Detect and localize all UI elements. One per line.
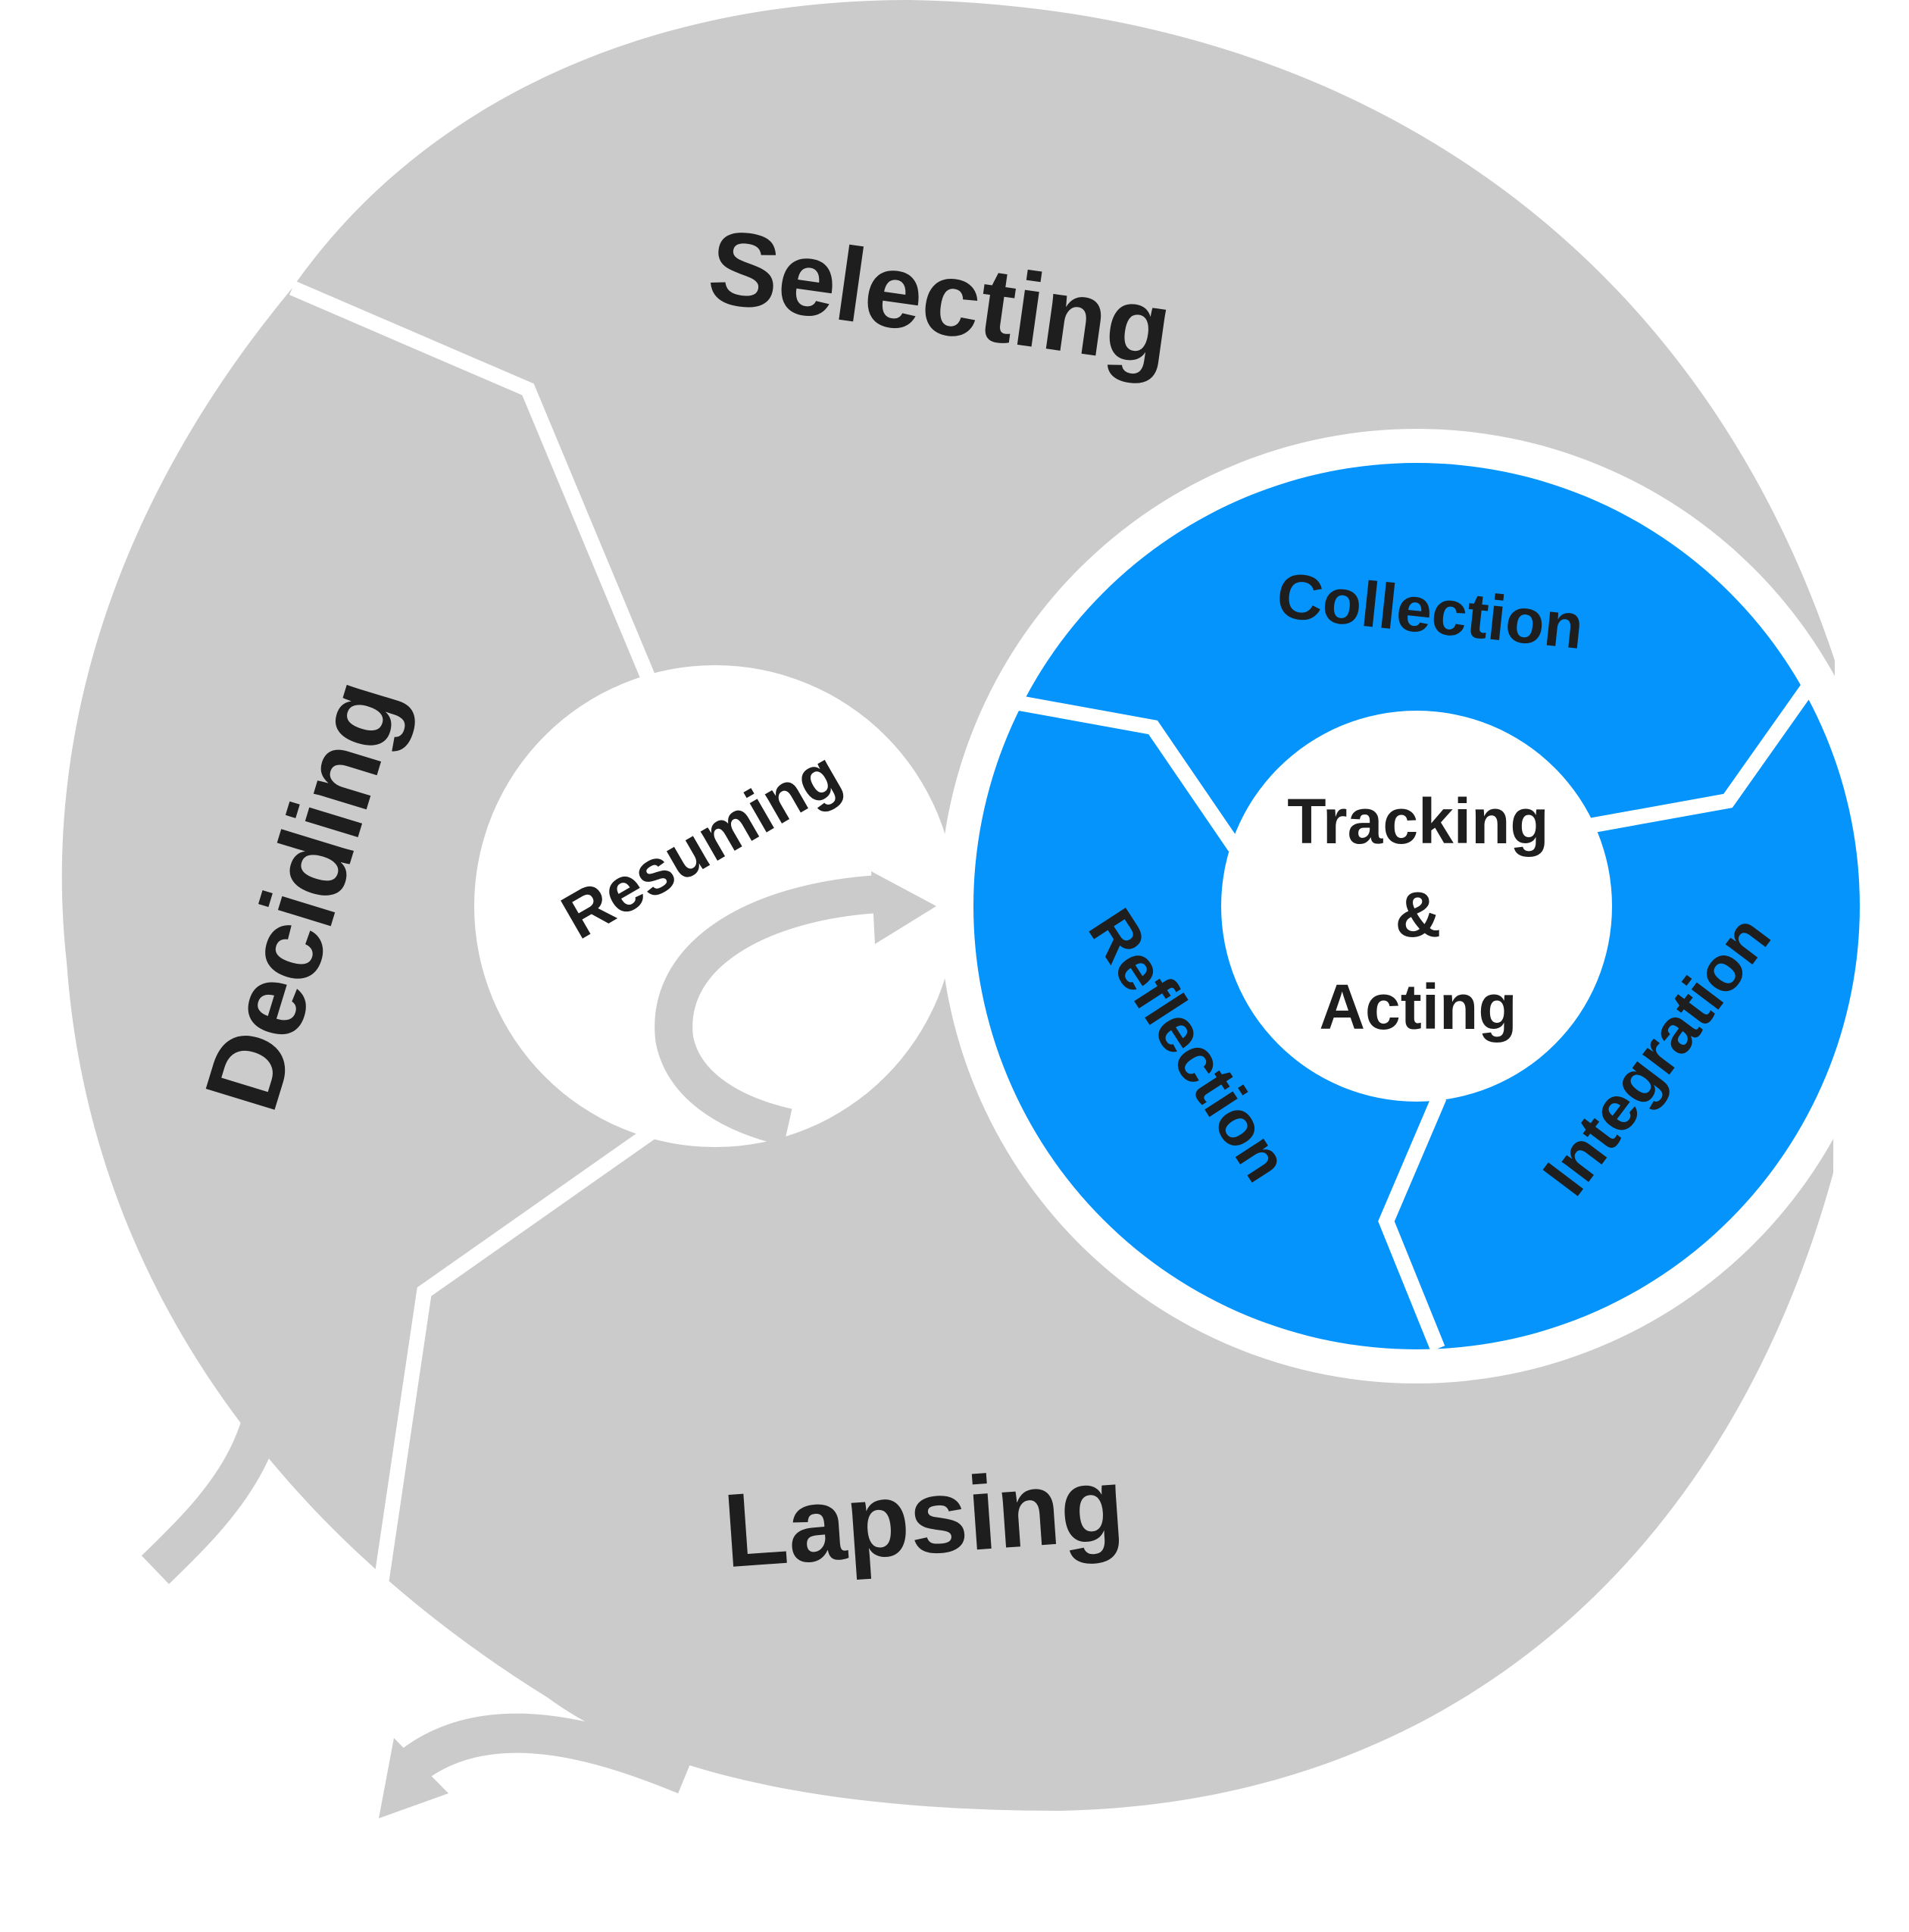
divider-reflection-integration — [1378, 1094, 1447, 1352]
core-label-tracking: Tracking — [1287, 786, 1548, 857]
divider-deciding-lapsing — [371, 1122, 661, 1600]
exit-arrow-shaft — [401, 1713, 693, 1794]
entry-arrow-shaft — [141, 1315, 289, 1584]
exit-arrow-head — [379, 1738, 448, 1818]
resuming-circle — [474, 665, 956, 1147]
core-label-ampersand: & — [1395, 879, 1442, 950]
divider-selecting-deciding — [289, 280, 658, 685]
resuming-loop-arrow — [655, 875, 880, 1146]
core-label-acting: Acting — [1319, 971, 1517, 1043]
resuming-loop-arrow-head — [871, 871, 936, 944]
divider-collection-reflection — [1014, 695, 1242, 852]
label-lapsing: Lapsing — [720, 1446, 1127, 1590]
entry-arrow-head — [230, 1256, 307, 1333]
divider-collection-integration — [1588, 677, 1819, 833]
core-circle — [1221, 711, 1612, 1102]
